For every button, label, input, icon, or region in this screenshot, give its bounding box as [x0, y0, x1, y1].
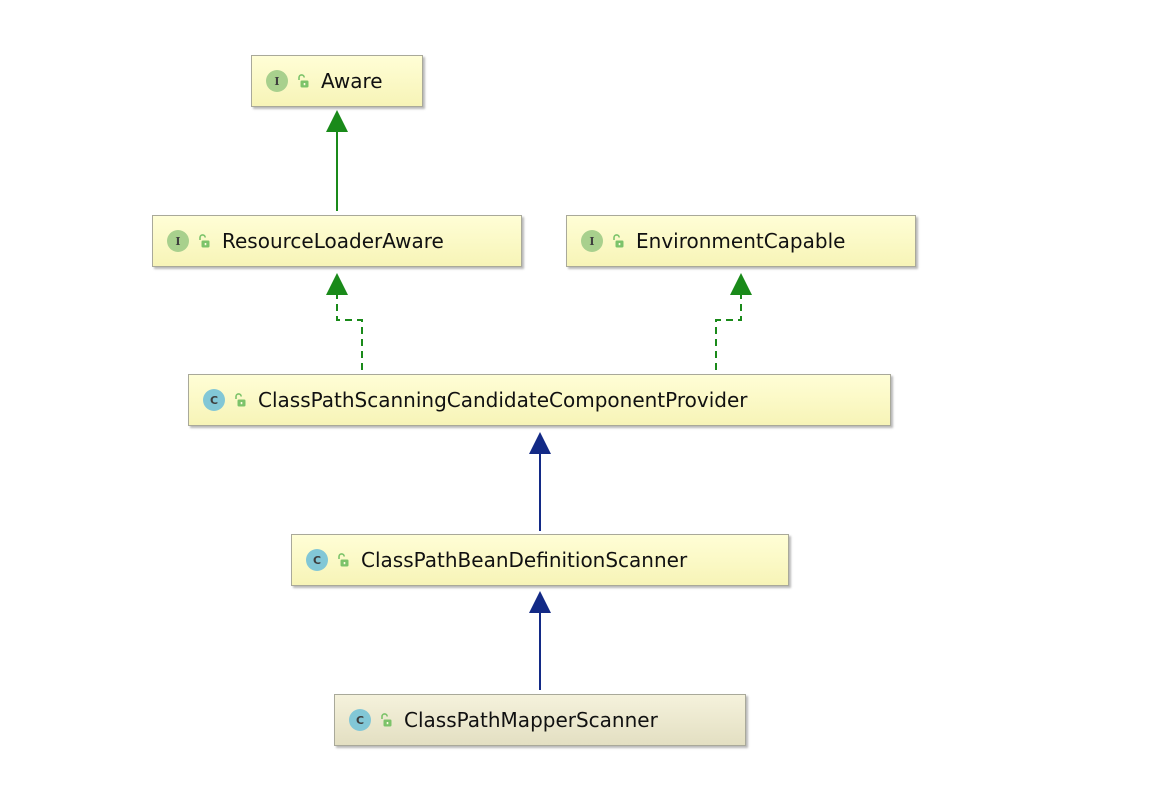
arrowhead-aware	[326, 110, 348, 132]
node-environmentcapable[interactable]: I EnvironmentCapable	[566, 215, 916, 267]
node-aware[interactable]: I Aware	[251, 55, 423, 107]
class-icon: C	[203, 389, 225, 411]
edge-cpscp-resourceloaderaware	[336, 293, 363, 370]
unlocked-icon	[613, 234, 624, 248]
edge-cpscp-environmentcapable	[715, 293, 742, 370]
interface-icon: I	[167, 230, 189, 252]
node-label: ResourceLoaderAware	[222, 229, 444, 253]
interface-icon: I	[266, 70, 288, 92]
arrowhead-cpbds	[529, 591, 551, 613]
unlocked-icon	[235, 393, 246, 407]
class-icon: C	[349, 709, 371, 731]
arrowhead-cpscp	[529, 432, 551, 454]
node-classpathbeandefinitionscanner[interactable]: C ClassPathBeanDefinitionScanner	[291, 534, 789, 586]
node-classpathmapperscanner[interactable]: C ClassPathMapperScanner	[334, 694, 746, 746]
node-label: ClassPathMapperScanner	[404, 708, 658, 732]
node-label: Aware	[321, 69, 383, 93]
unlocked-icon	[338, 553, 349, 567]
node-label: ClassPathScanningCandidateComponentProvi…	[258, 388, 748, 412]
node-label: EnvironmentCapable	[636, 229, 846, 253]
class-icon: C	[306, 549, 328, 571]
node-resourceloaderaware[interactable]: I ResourceLoaderAware	[152, 215, 522, 267]
arrowhead-environmentcapable	[730, 273, 752, 295]
node-label: ClassPathBeanDefinitionScanner	[361, 548, 688, 572]
unlocked-icon	[381, 713, 392, 727]
unlocked-icon	[298, 74, 309, 88]
arrowhead-resourceloaderaware	[326, 273, 348, 295]
interface-icon: I	[581, 230, 603, 252]
node-classpathscanningcandidatecomponentprovider[interactable]: C ClassPathScanningCandidateComponentPro…	[188, 374, 891, 426]
unlocked-icon	[199, 234, 210, 248]
